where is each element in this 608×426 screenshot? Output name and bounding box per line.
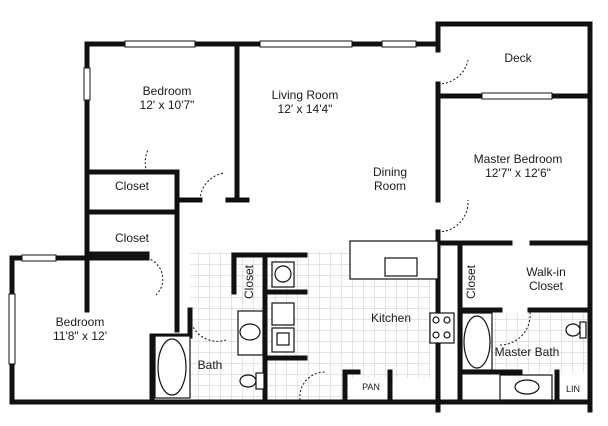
linen-label: LIN [565, 384, 581, 394]
closet4-label: Closet [464, 264, 478, 300]
closet3-label: Closet [242, 264, 256, 300]
master-bath-label: Master Bath [494, 345, 560, 359]
tile-floors [190, 252, 588, 402]
deck-label: Deck [504, 51, 532, 65]
kitchen-label: Kitchen [370, 311, 412, 325]
fixtures [154, 240, 587, 401]
windows [8, 40, 553, 365]
closet2-label: Closet [114, 231, 150, 245]
door-swings [144, 59, 531, 401]
bath-label: Bath [197, 358, 223, 372]
pantry-label: PAN [362, 382, 380, 392]
closet1-label: Closet [114, 179, 150, 193]
